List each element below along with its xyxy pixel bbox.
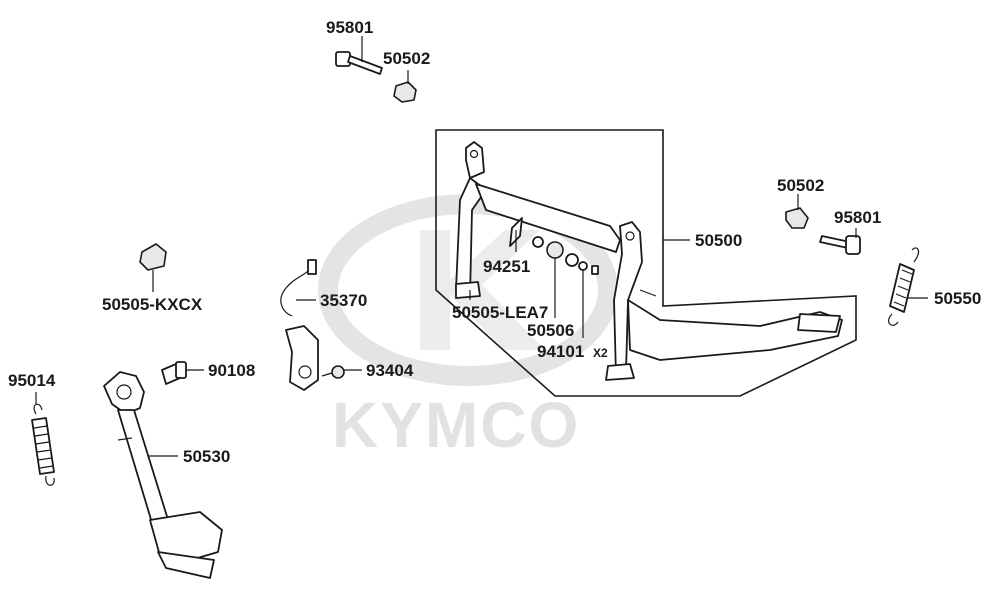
label-90108: 90108 bbox=[208, 361, 255, 380]
bushing-50506-part bbox=[546, 241, 564, 259]
nut-50502-right-part bbox=[785, 207, 809, 229]
washer-part bbox=[532, 236, 544, 248]
assembly-frame bbox=[435, 129, 857, 397]
label-94251: 94251 bbox=[483, 257, 530, 276]
spring-95014-part bbox=[31, 403, 55, 486]
label-94101: 94101 bbox=[537, 342, 584, 361]
label-50550: 50550 bbox=[934, 289, 981, 308]
label-50502-right: 50502 bbox=[777, 176, 824, 195]
label-50505-kxcx: 50505-KXCX bbox=[102, 295, 203, 314]
main-stand-part bbox=[455, 141, 843, 381]
bolt-95801-top-part bbox=[335, 51, 383, 75]
label-50502-top: 50502 bbox=[383, 49, 430, 68]
bolt-90108-part bbox=[161, 361, 187, 385]
label-95014: 95014 bbox=[8, 371, 56, 390]
pin-part bbox=[591, 265, 599, 275]
rubber-50505-kxcx-part bbox=[139, 243, 167, 271]
bushing-inner-part bbox=[565, 253, 579, 267]
label-35370: 35370 bbox=[320, 291, 367, 310]
side-stand-50530-part bbox=[103, 371, 223, 579]
label-95801-top: 95801 bbox=[326, 18, 373, 37]
label-50506: 50506 bbox=[527, 321, 574, 340]
washer-94101-part bbox=[578, 261, 588, 271]
kymco-watermark-text: KYMCO bbox=[332, 389, 580, 461]
side-stand-switch-35370-part bbox=[280, 259, 319, 391]
label-50500: 50500 bbox=[695, 231, 742, 250]
spring-50550-part bbox=[888, 247, 920, 326]
screw-93404-part bbox=[321, 365, 345, 379]
bolt-95801-right-part bbox=[819, 235, 861, 255]
label-50530: 50530 bbox=[183, 447, 230, 466]
label-93404: 93404 bbox=[366, 361, 414, 380]
nut-50502-top-part bbox=[393, 81, 417, 103]
label-50505-lea7: 50505-LEA7 bbox=[452, 303, 548, 322]
label-95801-right: 95801 bbox=[834, 208, 881, 227]
label-94101-quantity: X2 bbox=[593, 346, 608, 360]
